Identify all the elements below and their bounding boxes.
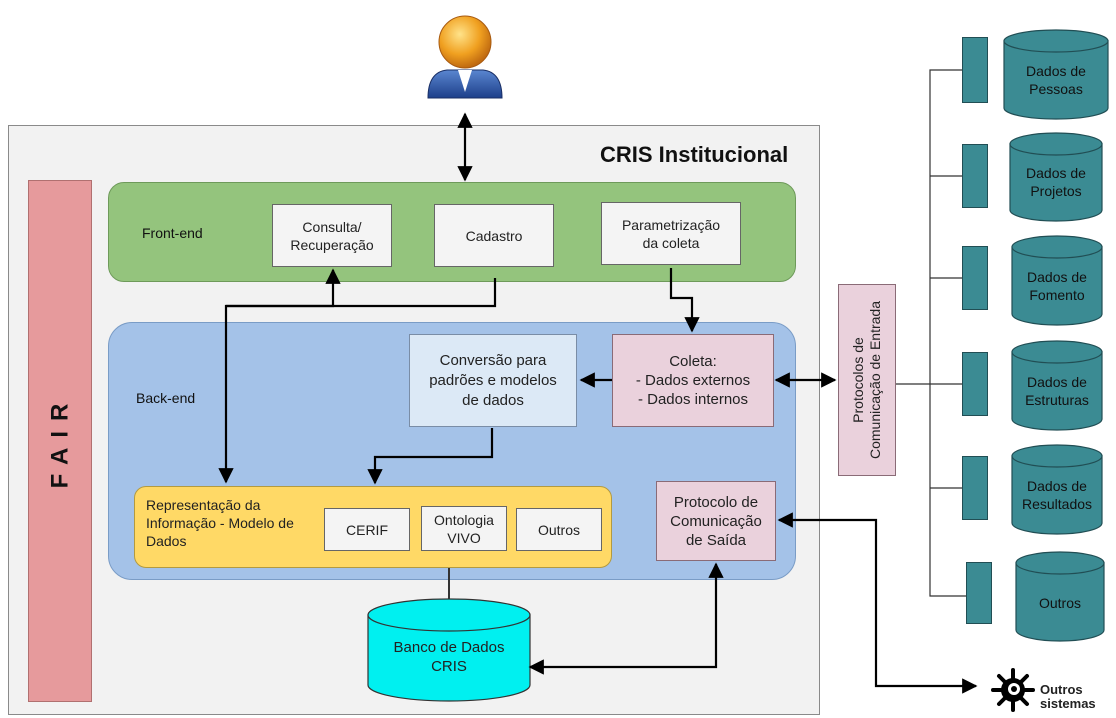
protocolos-entrada-box: Protocolos de Comunicação de Entrada [838,284,896,476]
source-label-pessoas: Dados de Pessoas [1026,63,1086,97]
cadastro-box: Cadastro [434,204,554,267]
cylinder-resultados [1011,444,1103,535]
user-icon [427,15,503,99]
coleta-box: Coleta: - Dados externos - Dados interno… [612,334,774,427]
backend-label: Back-end [136,390,196,406]
source-label-projetos: Dados de Projetos [1026,165,1086,199]
database-cylinder [367,598,531,702]
cerif-box: CERIF [324,508,410,551]
source-label-estruturas: Dados de Estruturas [1025,374,1089,408]
database-label: Banco de Dados CRIS [393,639,505,675]
cylinder-fomento [1011,235,1103,326]
outros-sistemas-icon [991,668,1035,712]
cylinder-outros [1015,551,1105,642]
source-label-outros: Outros [1038,595,1081,611]
source-label-resultados: Dados de Resultados [1021,478,1093,512]
conversao-box: Conversão para padrões e modelos de dado… [409,334,577,427]
protocolo-saida-box: Protocolo de Comunicação de Saída [656,481,776,561]
cylinder-projetos [1009,132,1103,222]
fair-bar: FAIR [28,180,92,702]
vivo-box: Ontologia VIVO [421,506,507,551]
frontend-label: Front-end [142,225,203,241]
connector-projetos [962,144,988,208]
parametrizacao-box: Parametrização da coleta [601,202,741,265]
connector-fomento [962,246,988,310]
cylinder-pessoas [1003,29,1109,120]
cylinder-estruturas [1011,340,1103,431]
representacao-label: Representação da Informação - Modelo de … [146,497,294,549]
connector-pessoas [962,37,988,103]
connector-estruturas [962,352,988,416]
outros-sistemas-label: Outros sistemas [1040,682,1096,711]
cris-title: CRIS Institucional [600,142,789,167]
source-label-fomento: Dados de Fomento [1027,269,1087,303]
outros-box: Outros [516,508,602,551]
consulta-box: Consulta/ Recuperação [272,204,392,267]
